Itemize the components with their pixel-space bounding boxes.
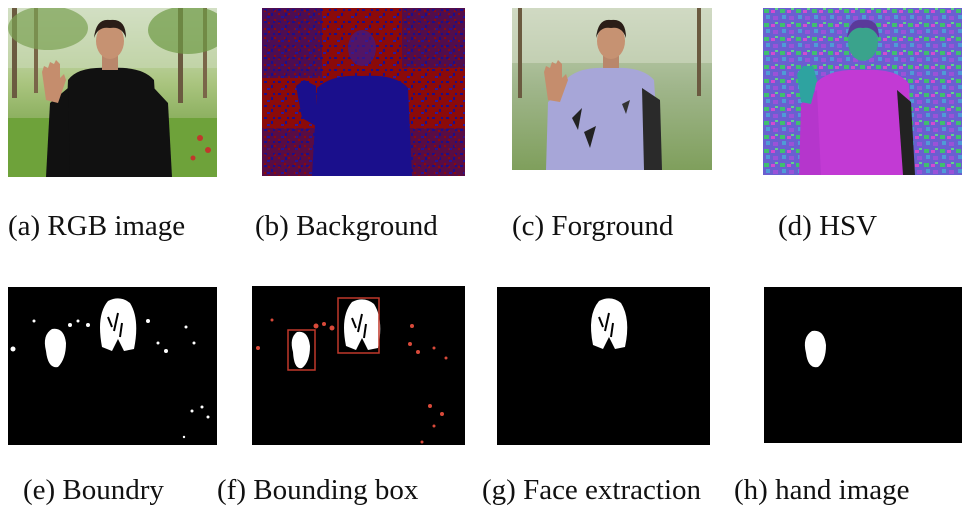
panel-face-extraction	[497, 287, 710, 445]
caption-face-extraction: (g) Face extraction	[482, 474, 702, 506]
caption-hsv: (d) HSV	[778, 210, 878, 242]
panel-background	[262, 8, 465, 176]
caption-background: (b) Background	[255, 210, 438, 242]
panel-boundary	[8, 287, 217, 445]
caption-foreground: (c) Forground	[512, 210, 674, 242]
panel-rgb-image	[8, 8, 217, 177]
panel-hsv	[763, 8, 962, 175]
caption-rgb-image: (a) RGB image	[8, 210, 186, 242]
panel-bounding-box	[252, 286, 465, 445]
panel-hand-image	[764, 287, 962, 443]
caption-boundary: (e) Boundry	[23, 474, 164, 506]
caption-bounding-box: (f) Bounding box	[217, 474, 419, 506]
caption-hand-image: (h) hand image	[734, 474, 910, 506]
panel-foreground	[512, 8, 712, 170]
